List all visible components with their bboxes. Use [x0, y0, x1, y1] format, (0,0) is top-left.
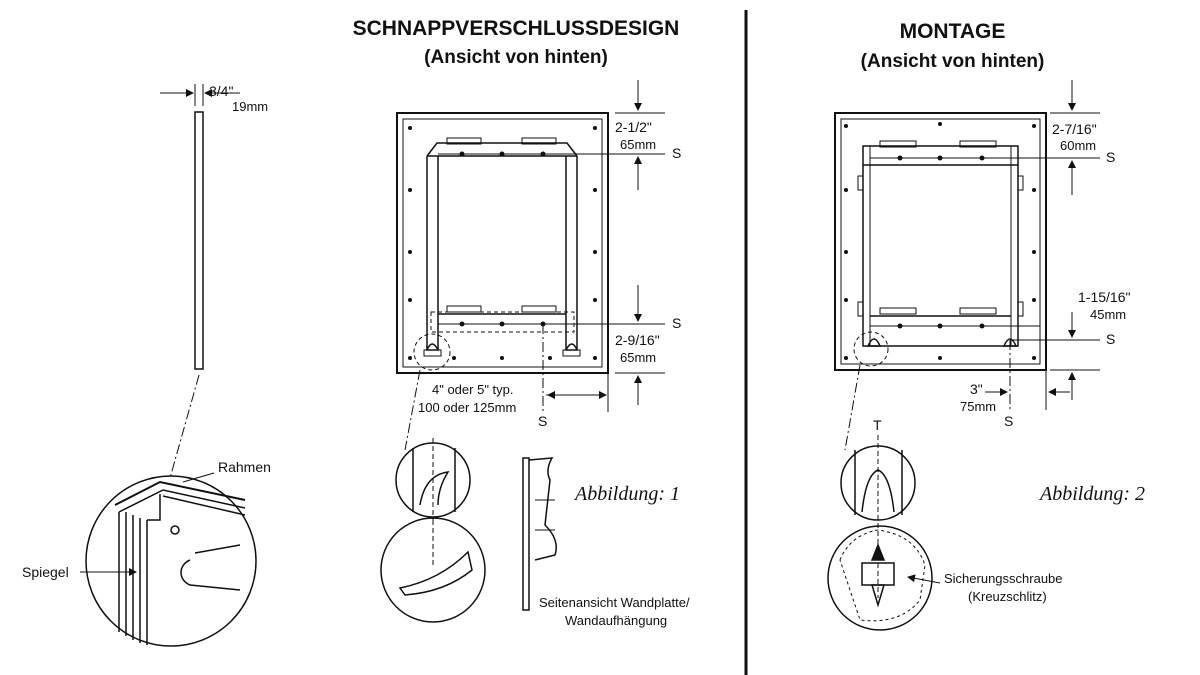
figure1-s-center: S — [538, 413, 548, 429]
figure1-spacing-in: 4" oder 5" typ. — [432, 382, 514, 397]
figure2-dim-bottom-mm: 45mm — [1090, 307, 1127, 322]
left-thickness-mm: 19mm — [232, 99, 269, 114]
label-mirror: Spiegel — [22, 564, 69, 580]
figure2-s-bottom: S — [1106, 331, 1116, 347]
figure1-spacing-mm: 100 oder 125mm — [418, 400, 517, 415]
figure1-s-top: S — [672, 145, 682, 161]
figure1-back-view — [396, 80, 665, 451]
figure2-screw-label-2: (Kreuzschlitz) — [968, 589, 1047, 604]
figure1-dim-top-in: 2-1/2" — [615, 119, 652, 135]
figure2-t-label: T — [873, 417, 882, 433]
figure2-screw-label-1: Sicherungsschraube — [944, 571, 1063, 586]
figure2-dim-top-in: 2-7/16" — [1052, 121, 1097, 137]
figure1-subtitle: (Ansicht von hinten) — [424, 47, 608, 68]
figure2-title: MONTAGE — [899, 20, 1006, 43]
figure1-clip-detail — [380, 438, 486, 623]
figure2-dim-side-mm: 75mm — [960, 399, 997, 414]
label-frame: Rahmen — [218, 459, 271, 475]
figure2-screw-detail — [827, 435, 941, 631]
figure2-back-view — [834, 80, 1100, 451]
figure2-caption: Abbildung: 2 — [1040, 483, 1145, 505]
figure1-title: SCHNAPPVERSCHLUSSDESIGN — [352, 17, 680, 40]
figure1-side-view — [522, 457, 557, 611]
figure2-dim-bottom-in: 1-15/16" — [1078, 289, 1131, 305]
left-thickness-in: 3/4" — [209, 83, 234, 99]
figure1-s-bottom: S — [672, 315, 682, 331]
mirror-edge-view — [160, 84, 240, 479]
figure1-dim-top-mm: 65mm — [620, 137, 657, 152]
figure1-side-view-label-2: Wandaufhängung — [565, 613, 668, 628]
frame-detail-circle — [80, 472, 257, 647]
figure2-dim-side-in: 3" — [970, 381, 983, 397]
figure2-subtitle: (Ansicht von hinten) — [860, 51, 1045, 72]
figure2-s-center: S — [1004, 413, 1014, 429]
figure1-side-view-label-1: Seitenansicht Wandplatte/ — [539, 595, 690, 610]
figure1-dim-bottom-mm: 65mm — [620, 350, 657, 365]
figure2-s-top: S — [1106, 149, 1116, 165]
figure1-dim-bottom-in: 2-9/16" — [615, 332, 660, 348]
figure2-dim-top-mm: 60mm — [1060, 138, 1097, 153]
figure1-caption: Abbildung: 1 — [575, 483, 680, 505]
